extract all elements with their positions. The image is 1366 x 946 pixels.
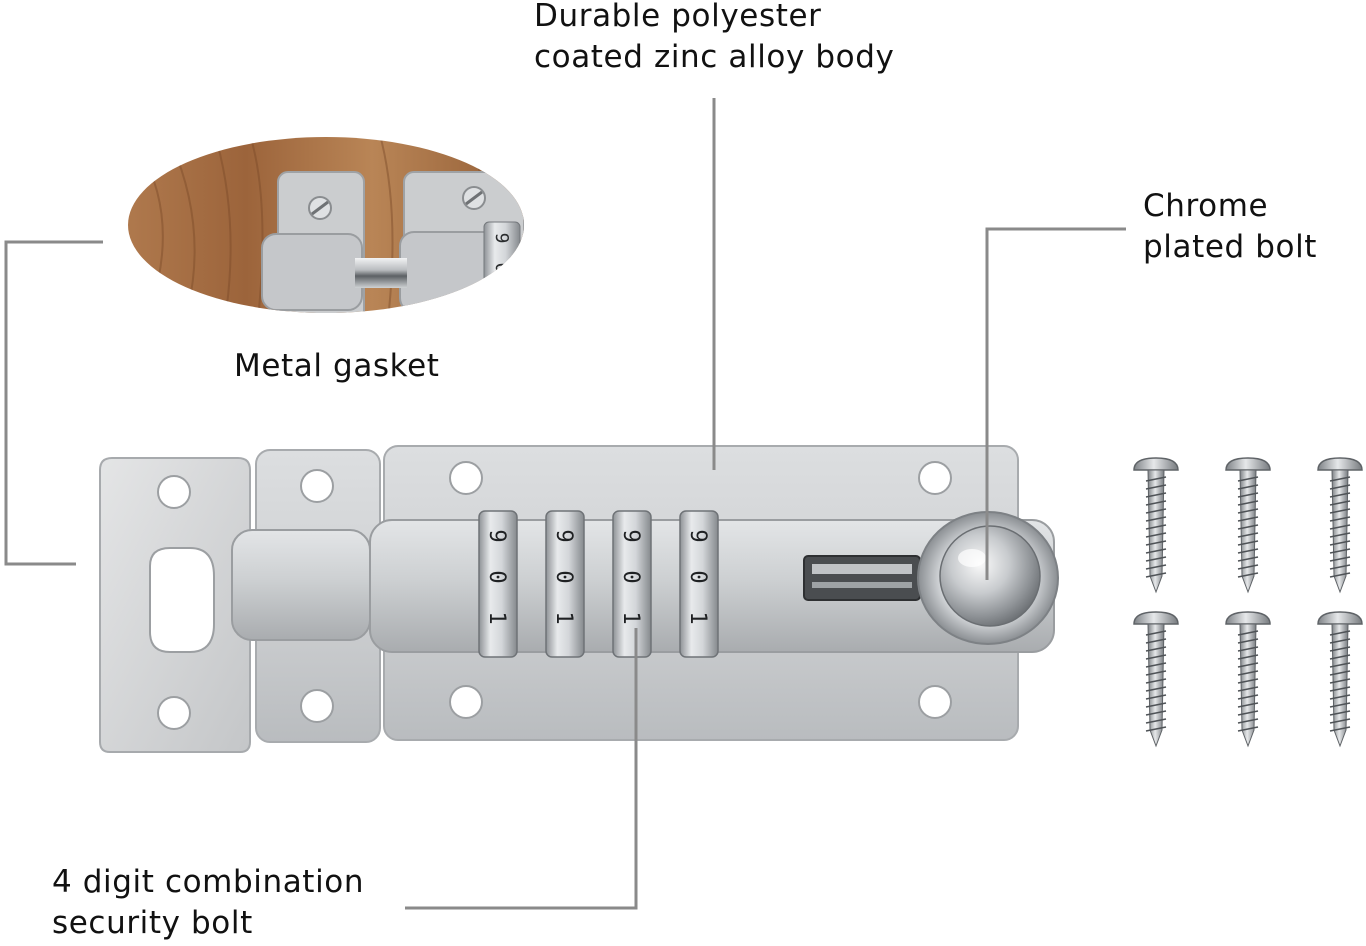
leader-line-gasket <box>4 240 103 566</box>
dial-digit: 1 <box>685 611 710 624</box>
dial-digit: 9 <box>551 529 576 542</box>
dial-digit: 0 <box>551 570 576 583</box>
callout-body-line1: Durable polyester <box>534 0 822 34</box>
dial-digit: 0 <box>685 570 710 583</box>
combination-dials: 9 0 1 9 0 1 9 0 1 9 0 1 <box>478 510 719 658</box>
screw-icon <box>1133 457 1179 594</box>
combination-dial[interactable]: 9 0 1 <box>612 510 652 658</box>
inset-dial-digit: 0 <box>491 263 512 274</box>
callout-combination: 4 digit combination security bolt <box>52 862 364 944</box>
callout-combination-line2: security bolt <box>52 905 253 941</box>
combination-dial[interactable]: 9 0 1 <box>478 510 518 658</box>
callout-chrome-bolt: Chrome plated bolt <box>1143 186 1317 268</box>
screw-icon <box>1225 457 1271 594</box>
combination-dial[interactable]: 9 0 1 <box>679 510 719 658</box>
dial-digit: 1 <box>551 611 576 624</box>
callout-body-line2: coated zinc alloy body <box>534 39 895 75</box>
callout-bolt-line2: plated bolt <box>1143 229 1318 265</box>
screw-set <box>1133 457 1363 748</box>
inset-dial-digit: 9 <box>491 233 512 244</box>
screw-icon <box>1317 611 1363 748</box>
callout-combination-line1: 4 digit combination <box>52 864 365 900</box>
dial-digit: 1 <box>484 611 509 624</box>
callout-bolt-line1: Chrome <box>1143 188 1269 224</box>
screw-icon <box>1133 611 1179 748</box>
screw-icon <box>1225 611 1271 748</box>
inset-dial-digit: 1 <box>491 293 512 304</box>
callout-body-material: Durable polyester coated zinc alloy body <box>534 0 894 78</box>
dial-digit: 9 <box>484 529 509 542</box>
gasket-inset-photo: 9 0 1 <box>128 137 524 313</box>
dial-digit: 9 <box>618 529 643 542</box>
dial-digit: 9 <box>685 529 710 542</box>
callout-gasket-text: Metal gasket <box>234 348 440 384</box>
dial-digit: 0 <box>618 570 643 583</box>
combination-dial[interactable]: 9 0 1 <box>545 510 585 658</box>
screw-icon <box>1317 457 1363 594</box>
plate-bolt-hole <box>149 547 215 653</box>
callout-metal-gasket: Metal gasket <box>234 346 440 387</box>
plate-screw-hole <box>157 475 191 509</box>
plate-screw-hole <box>157 696 191 730</box>
dial-digit: 0 <box>484 570 509 583</box>
strike-plate <box>99 457 251 753</box>
dial-digit: 1 <box>618 611 643 624</box>
